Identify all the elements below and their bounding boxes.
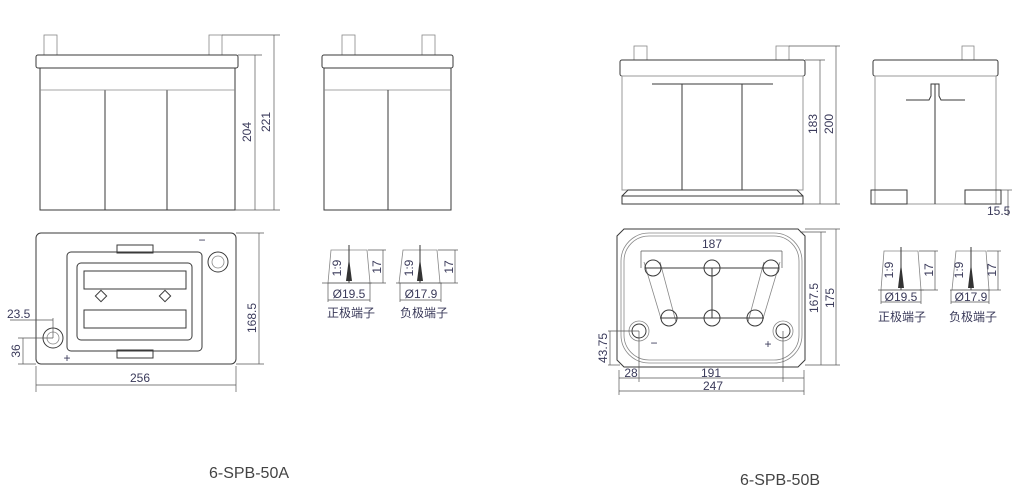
dim-b-foot-height: 15.5 [987,204,1011,218]
model-b-positive-terminal-detail: 1:9 17 Ø19.5 正极端子 [878,247,938,324]
a-pos-diameter: Ø19.5 [333,287,366,301]
b-neg-taper: 1:9 [952,261,966,278]
dim-a-depth: 168.5 [245,303,259,333]
dim-a-terminal-offset-y: 36 [9,344,23,358]
dim-a-body-height: 204 [240,122,254,142]
dim-b-depth-inner: 167.5 [807,283,821,313]
a-pos-height: 17 [370,260,384,274]
b-pos-diameter: Ø19.5 [885,290,918,304]
model-b-side-view: 15.5 [870,45,1012,218]
model-a-negative-terminal-detail: 1:9 17 Ø17.9 负极端子 [396,245,458,320]
model-a-front-dimensions: 204 221 [222,34,280,211]
b-pos-taper: 1:9 [882,261,896,278]
model-a-front-view [35,34,239,211]
dim-b-width: 247 [703,379,723,393]
a-pos-label: 正极端子 [327,306,375,320]
a-negative-sign: − [198,233,205,247]
model-b-negative-terminal-detail: 1:9 17 Ø17.9 负极端子 [949,247,1001,324]
b-positive-sign: + [764,337,771,351]
model-a-top-dimensions: 256 168.5 23.5 36 [7,232,264,392]
a-neg-taper: 1:9 [402,259,416,276]
b-pos-label: 正极端子 [878,310,926,324]
dim-b-depth: 175 [823,288,837,308]
dim-b-terminal-offset-x: 28 [624,366,638,380]
model-a-title: 6-SPB-50A [209,465,289,482]
model-b-front-dimensions: 183 200 [789,45,840,205]
model-a-top-view: − + [35,232,237,365]
dim-b-handle-span: 187 [702,237,722,251]
dim-a-total-height: 221 [259,112,273,132]
a-positive-sign: + [63,351,70,365]
model-a-side-view [321,34,454,211]
dim-b-body-height: 183 [806,114,820,134]
a-pos-taper: 1:9 [330,259,344,276]
model-b-front-view [619,45,806,205]
a-neg-diameter: Ø17.9 [405,287,438,301]
model-b-title: 6-SPB-50B [740,472,820,489]
b-neg-height: 17 [985,263,999,277]
dim-a-width: 256 [130,371,150,385]
model-b-top-view: − + [616,228,806,368]
b-neg-diameter: Ø17.9 [955,290,988,304]
model-a-positive-terminal-detail: 1:9 17 Ø19.5 正极端子 [322,245,386,320]
b-negative-sign: − [650,336,657,350]
a-neg-height: 17 [442,260,456,274]
b-neg-label: 负极端子 [949,310,997,324]
dim-b-terminal-offset-y: 43.75 [596,333,610,363]
model-b-top-dimensions: 187 167.5 175 43.75 28 191 247 [596,228,840,395]
dim-a-terminal-offset-x: 23.5 [7,307,31,321]
b-pos-height: 17 [922,263,936,277]
dim-b-total-height: 200 [822,114,836,134]
dim-b-terminal-spacing: 191 [701,366,721,380]
a-neg-label: 负极端子 [400,306,448,320]
